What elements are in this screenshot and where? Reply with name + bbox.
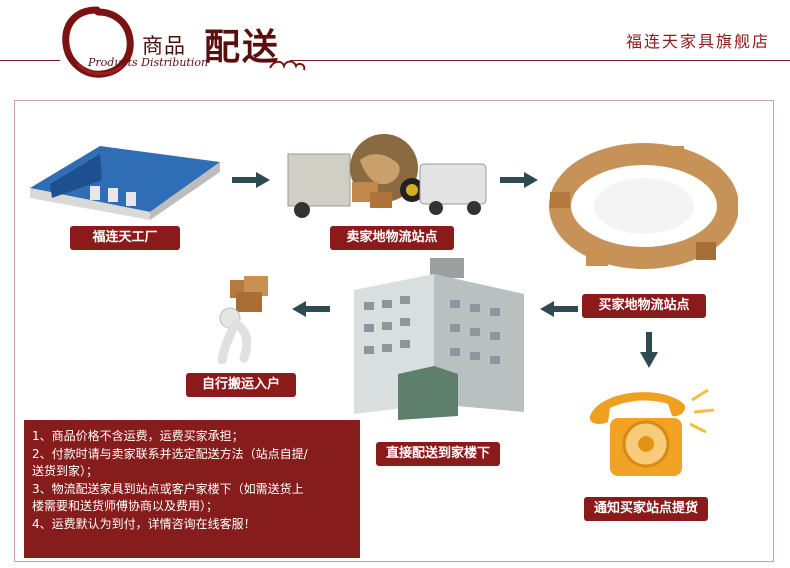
label-buyer-station: 买家地物流站点 <box>582 294 706 318</box>
label-self-carry: 自行搬运入户 <box>186 373 296 397</box>
label-deliver-downstairs: 直接配送到家楼下 <box>376 442 500 466</box>
note-line: 送货到家）； <box>32 464 99 479</box>
arrow-right-2 <box>500 172 538 188</box>
arrow-left-2 <box>292 301 330 317</box>
header-rule-left <box>0 60 60 61</box>
arrow-down <box>640 332 658 368</box>
telephone-image <box>580 378 718 494</box>
cloud-ornament <box>268 58 308 80</box>
shipping-notes: 1、商品价格不含运费，运费买家承担； 2、付款时请与卖家联系并选定配送方法（站点… <box>24 420 360 558</box>
shop-name: 福连天家具旗舰店 <box>625 32 770 51</box>
factory-image <box>30 140 226 224</box>
label-seller-station: 卖家地物流站点 <box>330 226 454 250</box>
boxes-ring-image <box>546 142 739 286</box>
note-line: 4、运费默认为到付，详情咨询在线客服！ <box>32 516 256 531</box>
note-line: 楼需要和送货师傅协商以及费用）； <box>32 499 219 514</box>
note-line: 1、商品价格不含运费，运费买家承担； <box>32 429 244 443</box>
trucks-globe-image <box>286 132 494 228</box>
header-title-small: 商品 <box>142 34 186 58</box>
building-image <box>354 254 532 438</box>
label-notify: 通知买家站点提货 <box>584 497 708 521</box>
header-title-big: 配送 <box>204 26 281 68</box>
arrow-right-1 <box>232 172 270 188</box>
label-factory: 福连天工厂 <box>70 226 180 250</box>
note-line: 3、物流配送家具到站点或客户家楼下（如需送货上 <box>32 481 304 496</box>
note-line: 2、付款时请与卖家联系并选定配送方法（站点自提/ <box>32 446 308 461</box>
header-rule <box>290 60 790 61</box>
porter-image <box>206 274 290 368</box>
header-subtitle: Products Distribution <box>88 56 209 69</box>
logo-ring <box>58 4 136 82</box>
content-frame <box>14 100 774 562</box>
arrow-left-1 <box>540 301 578 317</box>
